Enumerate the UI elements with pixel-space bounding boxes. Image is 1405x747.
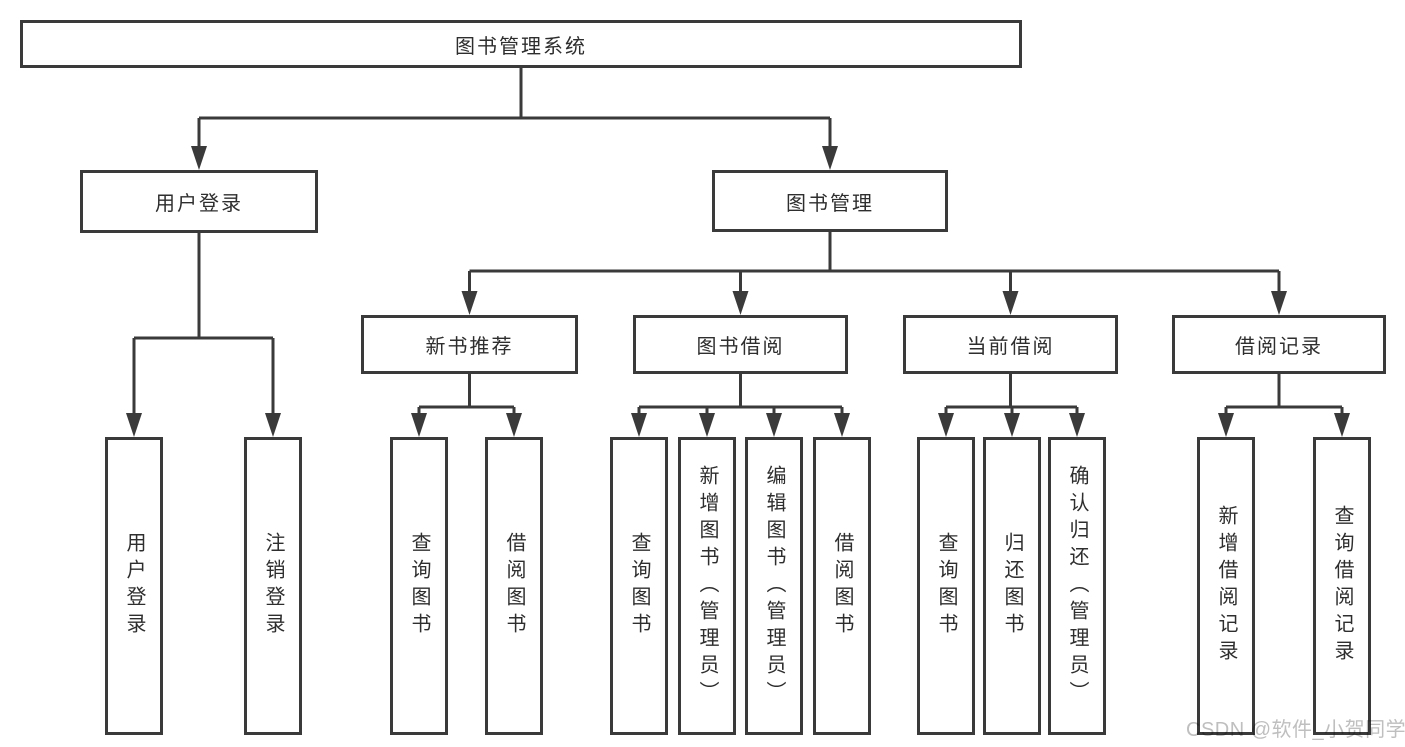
connector-current-borrow	[944, 374, 1079, 417]
leaf-label: 借阅图书	[503, 532, 525, 640]
leaf-borrow-books-1: 借阅图书	[485, 437, 543, 735]
node-borrow-records: 借阅记录	[1172, 315, 1386, 374]
connector-book-mgmt	[468, 232, 1281, 295]
leaf-label: 注销登录	[262, 532, 284, 640]
node-book-borrow: 图书借阅	[633, 315, 848, 374]
leaf-label: 归还图书	[1001, 532, 1023, 640]
leaf-label: 查询借阅记录	[1331, 505, 1353, 667]
node-root: 图书管理系统	[20, 20, 1022, 68]
leaf-add-borrow-record: 新增借阅记录	[1197, 437, 1255, 735]
leaf-add-books-admin: 新增图书（管理员）	[678, 437, 736, 735]
connector-new-book	[417, 374, 516, 417]
leaf-query-books-2: 查询图书	[610, 437, 668, 735]
node-user-login: 用户登录	[80, 170, 318, 233]
node-new-book-recommend: 新书推荐	[361, 315, 578, 374]
leaf-label: 编辑图书（管理员）	[763, 464, 785, 708]
leaf-label: 借阅图书	[831, 532, 853, 640]
leaf-query-books-1: 查询图书	[390, 437, 448, 735]
connector-book-borrow	[637, 374, 844, 417]
leaf-return-books: 归还图书	[983, 437, 1041, 735]
leaf-label: 查询图书	[935, 532, 957, 640]
leaf-confirm-return-admin: 确认归还（管理员）	[1048, 437, 1106, 735]
leaf-label: 确认归还（管理员）	[1066, 464, 1088, 708]
node-current-borrow: 当前借阅	[903, 315, 1118, 374]
watermark: CSDN @软件_小贺同学	[1186, 719, 1405, 741]
node-book-management: 图书管理	[712, 170, 948, 232]
leaf-logout: 注销登录	[244, 437, 302, 735]
leaf-label: 新增借阅记录	[1215, 505, 1237, 667]
leaf-label: 新增图书（管理员）	[696, 464, 718, 708]
leaf-user-login: 用户登录	[105, 437, 163, 735]
leaf-label: 查询图书	[408, 532, 430, 640]
leaf-label: 用户登录	[123, 532, 145, 640]
leaf-query-books-3: 查询图书	[917, 437, 975, 735]
connector-user-login	[132, 233, 275, 417]
leaf-query-borrow-record: 查询借阅记录	[1313, 437, 1371, 735]
leaf-borrow-books-2: 借阅图书	[813, 437, 871, 735]
connector-root	[197, 68, 832, 150]
leaf-label: 查询图书	[628, 532, 650, 640]
leaf-edit-books-admin: 编辑图书（管理员）	[745, 437, 803, 735]
connector-borrow-records	[1224, 374, 1344, 417]
